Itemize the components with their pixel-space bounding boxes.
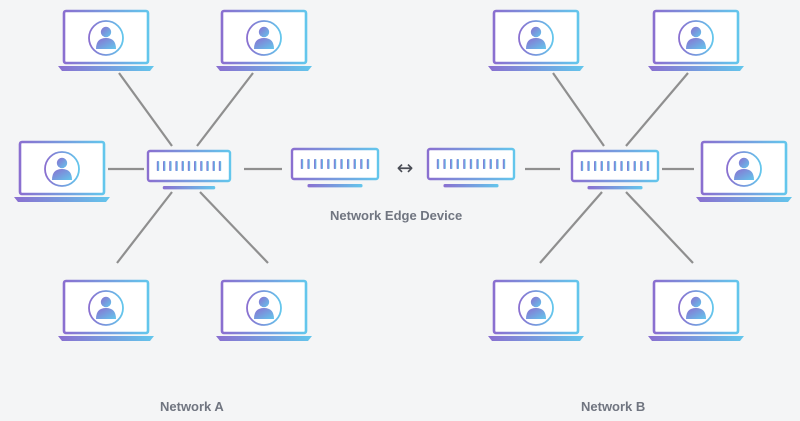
switch-port — [218, 161, 222, 171]
switch-network-a — [146, 149, 232, 190]
switch-port — [360, 159, 363, 169]
switch-port — [175, 161, 178, 171]
switch-port — [353, 159, 356, 169]
switch-port — [456, 159, 459, 169]
switch-port — [646, 161, 650, 171]
switch-port — [483, 159, 486, 169]
switch-port — [156, 161, 160, 171]
switch-port — [187, 161, 191, 171]
user-icon — [96, 296, 116, 319]
switch-port — [469, 159, 473, 169]
switch-port — [463, 159, 466, 169]
switch-port — [194, 161, 197, 171]
switch-port — [320, 159, 323, 169]
laptop-b-top-left — [488, 9, 584, 71]
connector-a-bottom-right — [199, 191, 269, 264]
switch-port — [366, 159, 370, 169]
switch-port — [587, 161, 590, 171]
switch-port — [607, 161, 610, 171]
switch-port — [314, 159, 317, 169]
connectors — [108, 72, 694, 264]
switch-port — [594, 161, 597, 171]
switch-port — [600, 161, 603, 171]
switch-port — [206, 161, 209, 171]
user-icon — [526, 296, 546, 319]
switch-port — [476, 159, 479, 169]
switch-port — [580, 161, 584, 171]
connector-a-bottom-left — [116, 191, 173, 264]
laptop-a-bottom-right — [216, 279, 312, 341]
user-icon — [52, 157, 72, 180]
laptop-a-left — [14, 140, 110, 202]
edge-device-b — [426, 147, 516, 188]
switch-port — [613, 161, 617, 171]
user-icon — [96, 26, 116, 49]
edge-device-label: Network Edge Device — [330, 208, 463, 223]
switch-port — [450, 159, 453, 169]
switch-port — [640, 161, 643, 171]
switch-port — [443, 159, 446, 169]
laptop-b-right — [696, 140, 792, 202]
user-icon — [734, 157, 754, 180]
switch-port — [347, 159, 350, 169]
switch-port — [307, 159, 310, 169]
switch-port — [333, 159, 337, 169]
user-icon — [526, 26, 546, 49]
switch-port — [163, 161, 166, 171]
switch-port — [327, 159, 330, 169]
switch-network-b — [570, 149, 660, 190]
network-a-label: Network A — [160, 399, 224, 414]
devices: ↔ — [14, 9, 792, 341]
switch-port — [620, 161, 623, 171]
switch-port — [181, 161, 184, 171]
user-icon — [254, 26, 274, 49]
switch-port — [436, 159, 440, 169]
user-icon — [254, 296, 274, 319]
switch-port — [169, 161, 172, 171]
svg-text:↔: ↔ — [397, 156, 414, 180]
network-b-label: Network B — [581, 399, 646, 414]
laptop-a-top-left — [58, 9, 154, 71]
switch-port — [340, 159, 343, 169]
user-icon — [686, 26, 706, 49]
connector-b-top-left — [552, 72, 605, 147]
switch-port — [627, 161, 630, 171]
laptop-b-bottom-left — [488, 279, 584, 341]
switch-port — [502, 159, 506, 169]
connector-b-bottom-right — [625, 191, 694, 264]
user-icon — [686, 296, 706, 319]
bidirectional-arrow-icon: ↔ — [397, 156, 414, 180]
laptop-a-bottom-left — [58, 279, 154, 341]
switch-port — [212, 161, 215, 171]
laptop-b-top-right — [648, 9, 744, 71]
switch-port — [300, 159, 304, 169]
laptop-b-bottom-right — [648, 279, 744, 341]
switch-port — [200, 161, 203, 171]
connector-b-top-right — [625, 72, 689, 147]
connector-b-bottom-left — [539, 191, 603, 264]
switch-port — [496, 159, 499, 169]
edge-device-a — [290, 147, 380, 188]
laptop-a-top-right — [216, 9, 312, 71]
switch-port — [633, 161, 636, 171]
connector-a-top-right — [196, 72, 254, 147]
switch-port — [489, 159, 492, 169]
connector-a-top-left — [118, 72, 173, 147]
